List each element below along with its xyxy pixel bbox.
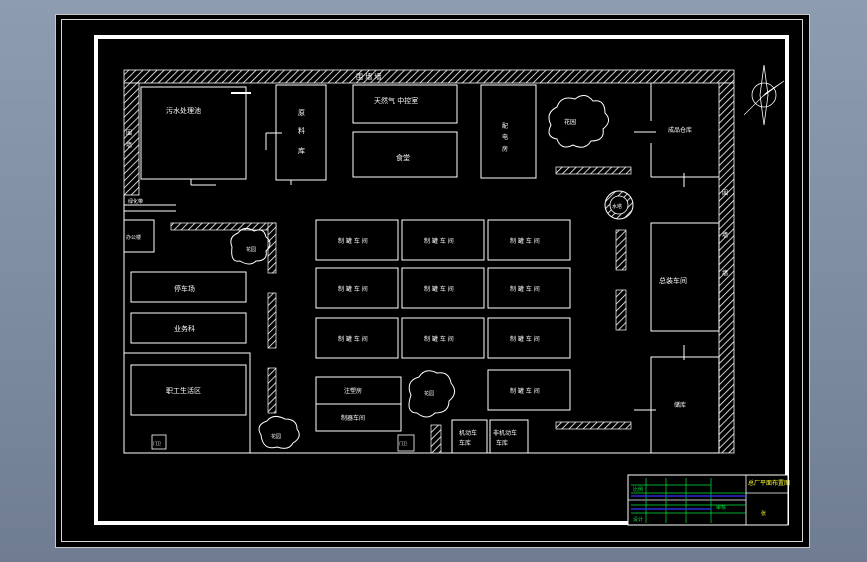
svg-text:制 罐 车 间: 制 罐 车 间 [510, 335, 540, 343]
tb-designer: 设计 [633, 516, 643, 523]
north-wall [123, 69, 735, 84]
sheet-border-outer [61, 19, 803, 542]
greenbelt-v-east-1 [615, 229, 627, 271]
greenbelt-cw-2 [267, 367, 277, 414]
road-label: 绿化带 [128, 198, 143, 205]
parking-label: 停车场 [174, 284, 195, 293]
motor-shed [451, 419, 488, 454]
staff-label: 职工生活区 [166, 386, 201, 395]
staff-living-area [130, 364, 247, 416]
svg-text:门卫: 门卫 [153, 440, 161, 446]
finished-goods-label: 成品仓库 [668, 126, 692, 134]
sheet-border-inner [94, 35, 789, 525]
fountain: 水塔 [604, 190, 634, 220]
svg-text:非机动车: 非机动车 [493, 429, 517, 437]
site-plan-drawing: 围 墙 墙 围 墙 污水处理池 原 料 库 天然气 中控室 食堂 [123, 64, 790, 526]
drawing-title: 总厂平面布置图 [748, 479, 790, 487]
greenbelt-w-v [267, 222, 277, 274]
svg-text:花园: 花园 [424, 390, 434, 397]
wastewater-plant [140, 86, 247, 180]
injection-label: 注塑房 [344, 387, 362, 395]
air-compressor-label: 天然气 中控室 [374, 96, 418, 105]
storage-building [650, 356, 720, 454]
svg-text:原: 原 [298, 109, 305, 117]
tb-checker: 审核 [716, 504, 726, 511]
tb-sheet: 张 [761, 510, 766, 517]
svg-text:车库: 车库 [459, 439, 471, 447]
greenbelt-cw-1 [267, 292, 277, 349]
finishing-room [315, 403, 402, 432]
svg-text:花园: 花园 [564, 118, 576, 126]
cad-viewport[interactable]: 围 墙 墙 围 墙 污水处理池 原 料 库 天然气 中控室 食堂 [55, 14, 810, 548]
finishing-label: 制器车间 [341, 414, 365, 422]
parking-lot [130, 271, 247, 303]
tb-scale: 比例 [633, 486, 643, 493]
svg-text:房: 房 [502, 145, 508, 153]
staff-zone [123, 352, 251, 454]
nonmotor-shed [489, 419, 529, 454]
greenbelt-south [555, 421, 632, 430]
air-compressor-room [352, 84, 458, 124]
greenbelt-w-h [170, 222, 277, 231]
east-wall-label: 围 墙 墙 [722, 190, 728, 277]
title-block: 总厂平面布置图 比例 设计 审核 张 [627, 474, 790, 526]
office-building [123, 219, 155, 253]
svg-text:墙: 墙 [722, 269, 728, 277]
svg-text:配: 配 [502, 123, 508, 130]
west-wall [123, 82, 140, 196]
east-wall [718, 82, 735, 454]
svg-text:电: 电 [502, 133, 508, 141]
garden-ne: 花园 [548, 95, 609, 148]
utility-label: 业务科 [174, 324, 195, 333]
utility-building [130, 312, 247, 344]
storage-label: 储库 [674, 401, 686, 409]
svg-text:制 罐 车 间: 制 罐 车 间 [424, 237, 454, 245]
greenbelt-v-east-2 [615, 289, 627, 331]
office-label: 办公楼 [126, 234, 141, 241]
wastewater-label: 污水处理池 [166, 106, 201, 115]
svg-text:机动车: 机动车 [459, 429, 477, 437]
garden-w: 花园 [230, 227, 271, 265]
svg-text:墙: 墙 [126, 141, 132, 149]
north-wall-label: 围 墙 墙 [356, 72, 381, 81]
power-label: 配 电 房 [502, 123, 508, 153]
workshop-labels: 制 罐 车 间 制 罐 车 间 制 罐 车 间 制 罐 车 间 制 罐 车 间 … [338, 237, 540, 395]
svg-text:墙: 墙 [722, 231, 728, 239]
north-arrow-icon [743, 64, 785, 126]
gate-center [397, 434, 415, 452]
assembly-building [650, 222, 720, 332]
svg-text:制 罐 车 间: 制 罐 车 间 [424, 285, 454, 293]
garden-center: 花园 [408, 370, 455, 418]
nonmotor-shed-label: 非机动车 车库 [493, 429, 517, 447]
svg-text:制 罐 车 间: 制 罐 车 间 [510, 387, 540, 395]
svg-text:花园: 花园 [246, 246, 256, 253]
workshop-grid [315, 219, 571, 411]
svg-text:围: 围 [722, 190, 728, 197]
power-room [480, 84, 537, 179]
cafeteria [352, 131, 458, 178]
garden-sw: 花园 [258, 415, 300, 449]
svg-text:围: 围 [126, 130, 132, 137]
greenbelt-north [555, 166, 632, 175]
greenbelt-gate [430, 424, 442, 454]
cafeteria-label: 食堂 [396, 153, 410, 162]
svg-text:门卫: 门卫 [399, 440, 407, 446]
svg-text:制 罐 车 间: 制 罐 车 间 [510, 237, 540, 245]
svg-text:制 罐 车 间: 制 罐 车 间 [510, 285, 540, 293]
warehouse-label: 原 料 库 [298, 109, 305, 155]
svg-text:花园: 花园 [271, 433, 281, 440]
motor-shed-label: 机动车 车库 [459, 429, 477, 447]
svg-text:制 罐 车 间: 制 罐 车 间 [338, 285, 368, 293]
svg-text:车库: 车库 [496, 439, 508, 447]
assembly-label: 总装车间 [659, 276, 687, 285]
svg-text:水塔: 水塔 [612, 203, 622, 210]
west-wall-label: 围 墙 [126, 130, 132, 149]
svg-text:制 罐 车 间: 制 罐 车 间 [338, 335, 368, 343]
svg-text:制 罐 车 间: 制 罐 车 间 [338, 237, 368, 245]
svg-text:制 罐 车 间: 制 罐 车 间 [424, 335, 454, 343]
gate-w [151, 434, 167, 450]
svg-text:料: 料 [298, 126, 305, 135]
svg-text:库: 库 [298, 146, 305, 155]
